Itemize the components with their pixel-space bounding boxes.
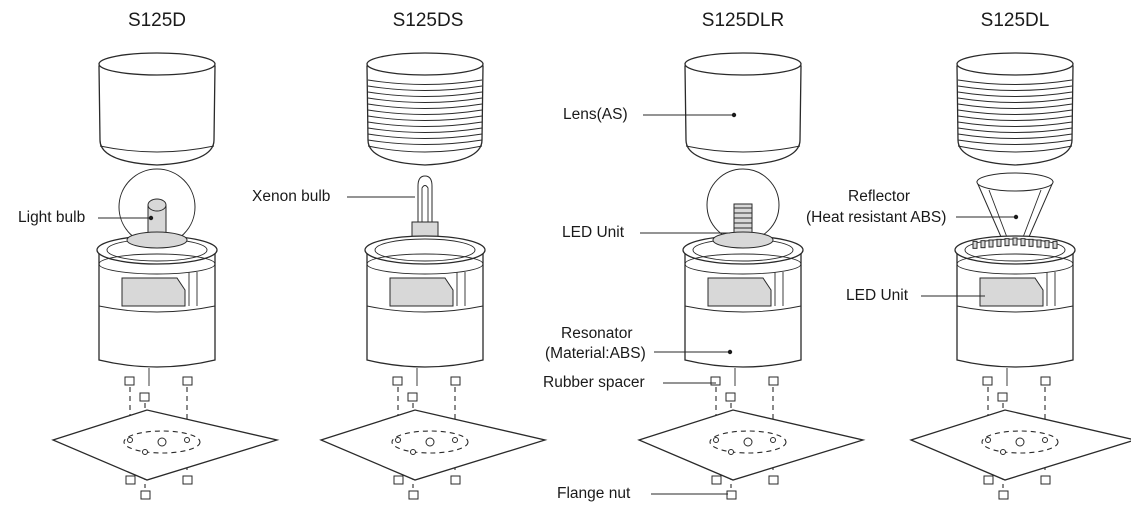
bolt-hole	[184, 437, 190, 443]
units-layer	[51, 52, 1131, 500]
flange-nut	[182, 475, 193, 485]
led-chip	[1052, 240, 1058, 249]
lens-cap	[366, 52, 484, 166]
title-s125dl: S125DL	[981, 10, 1050, 31]
rubber-spacer-right	[182, 376, 193, 386]
center-hole	[743, 437, 753, 447]
flange-nut	[1040, 475, 1051, 485]
bolt-hole	[985, 437, 991, 443]
flange-nut	[998, 490, 1009, 500]
rubber-spacer-front	[725, 392, 736, 402]
bolt-hole	[127, 437, 133, 443]
unit-s125d	[51, 52, 280, 500]
label-led-unit-dlr: LED Unit	[562, 224, 625, 241]
rubber-spacer-right	[768, 376, 779, 386]
label-reflector-material: (Heat resistant ABS)	[806, 209, 946, 226]
mounting-plate	[909, 409, 1131, 481]
leader-dot-light-bulb	[148, 215, 154, 221]
center-hole	[1015, 437, 1025, 447]
driver-box	[707, 277, 772, 307]
base-housing	[954, 235, 1076, 368]
flange-nut	[125, 475, 136, 485]
unit-s125dlr	[637, 52, 866, 500]
xenon-tube	[417, 175, 433, 224]
title-s125d: S125D	[128, 10, 186, 31]
flange-nut	[450, 475, 461, 485]
rubber-spacer-left	[392, 376, 403, 386]
rubber-spacer-left	[710, 376, 721, 386]
title-s125dlr: S125DLR	[702, 10, 784, 31]
rubber-spacer-left	[124, 376, 135, 386]
center-hole	[157, 437, 167, 447]
leader-dot-lens	[731, 112, 737, 118]
led-chip	[1012, 237, 1018, 246]
rubber-spacer-front	[139, 392, 150, 402]
flange-nut	[140, 490, 151, 500]
base-housing	[682, 231, 804, 368]
driver-box	[389, 277, 454, 307]
led-chip	[1044, 240, 1050, 249]
bolt-hole	[770, 437, 776, 443]
bolt-hole	[452, 437, 458, 443]
led-chip	[996, 238, 1002, 247]
bolt-hole	[728, 449, 734, 455]
unit-s125dl	[909, 52, 1131, 500]
led-chip	[1028, 238, 1034, 247]
rubber-spacer-right	[450, 376, 461, 386]
led-chip	[988, 239, 994, 248]
label-reflector: Reflector	[848, 188, 910, 205]
bolt-hole	[1042, 437, 1048, 443]
mounting-plate	[319, 409, 548, 481]
led-chip	[972, 240, 978, 249]
bolt-hole	[713, 437, 719, 443]
title-s125ds: S125DS	[393, 10, 464, 31]
center-hole	[425, 437, 435, 447]
label-flange-nut: Flange nut	[557, 485, 631, 502]
led-chip	[980, 240, 986, 249]
driver-box	[979, 277, 1044, 307]
label-resonator-material: (Material:ABS)	[545, 345, 646, 362]
led-chip	[1020, 238, 1026, 247]
rubber-spacer-front	[997, 392, 1008, 402]
flange-nut	[393, 475, 404, 485]
label-lens: Lens(AS)	[563, 106, 628, 123]
mounting-plate	[51, 409, 280, 481]
leader-dot-reflector	[1013, 214, 1019, 220]
rubber-spacer-right	[1040, 376, 1051, 386]
light-bulb-tip	[147, 198, 167, 212]
bolt-hole	[410, 449, 416, 455]
lens-cap	[684, 52, 802, 166]
leader-dot-resonator	[727, 349, 733, 355]
flange-nut	[711, 475, 722, 485]
lens-cap	[956, 52, 1074, 166]
flange-nut	[408, 490, 419, 500]
label-light-bulb: Light bulb	[18, 209, 85, 226]
socket-collar	[126, 231, 188, 249]
rubber-spacer-left	[982, 376, 993, 386]
rubber-spacer-front	[407, 392, 418, 402]
bolt-hole	[142, 449, 148, 455]
base-housing	[364, 235, 486, 368]
label-resonator: Resonator	[561, 325, 633, 342]
led-chip	[1036, 239, 1042, 248]
base-housing	[96, 231, 218, 368]
lens-cap	[98, 52, 216, 166]
xenon-inner	[421, 185, 429, 222]
reflector-rim	[976, 172, 1054, 192]
bolt-hole	[395, 437, 401, 443]
flange-nut	[726, 490, 737, 500]
led-chip	[1004, 238, 1010, 247]
label-led-unit-dl: LED Unit	[846, 287, 909, 304]
socket-collar	[712, 231, 774, 249]
unit-s125ds	[319, 52, 548, 500]
mounting-plate	[637, 409, 866, 481]
flange-nut	[983, 475, 994, 485]
flange-nut	[768, 475, 779, 485]
driver-box	[121, 277, 186, 307]
label-rubber-spacer: Rubber spacer	[543, 374, 645, 391]
label-xenon-bulb: Xenon bulb	[252, 188, 330, 205]
bolt-hole	[1000, 449, 1006, 455]
